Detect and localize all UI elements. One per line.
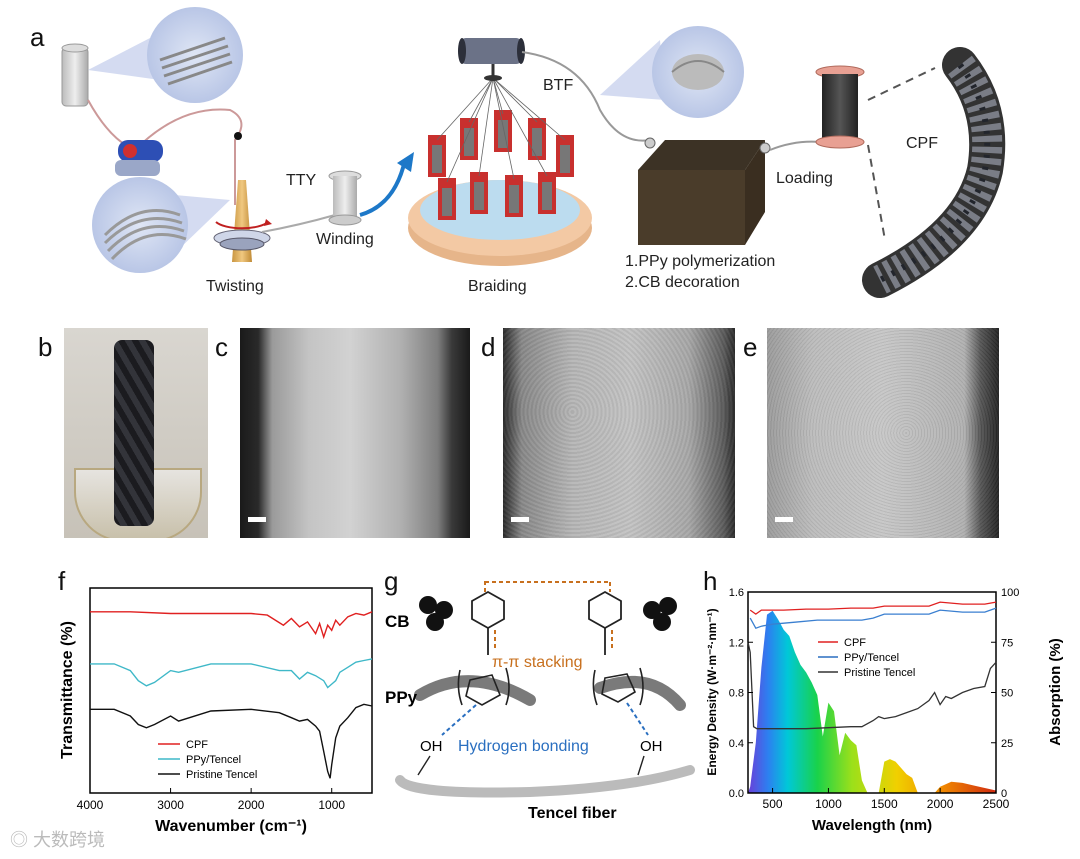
braiding-label: Braiding xyxy=(468,278,527,295)
twisted-yarn-bubble xyxy=(92,177,230,273)
cpf-photo xyxy=(64,328,208,538)
ppy-label: PPy xyxy=(385,688,418,707)
series-line-pristine-tencel xyxy=(90,703,373,779)
y2-tick-label: 50 xyxy=(1001,688,1013,700)
series-line-ppy-tencel xyxy=(90,658,373,689)
arrow-icon xyxy=(359,159,407,217)
step2-label: 2.CB decoration xyxy=(625,274,740,291)
y-tick-label: 0.8 xyxy=(729,688,744,700)
x-tick-label: 2500 xyxy=(983,797,1010,811)
absorption-chart: 500 1000 1500 2000 2500 0.0 0.4 0.8 1.2 1.6 0 25 50 7… xyxy=(705,587,1064,834)
series-line-pristine-tencel xyxy=(747,642,997,730)
loading-label: Loading xyxy=(776,170,833,187)
legend-label: Pristine Tencel xyxy=(844,667,915,679)
step1-label: 1.PPy polymerization xyxy=(625,253,776,270)
legend-label: CPF xyxy=(186,739,208,751)
x-tick-label: 3000 xyxy=(157,798,184,812)
panel-label-h: h xyxy=(703,566,718,596)
twisting-spindle-icon xyxy=(213,180,272,262)
panel-label-a: a xyxy=(30,22,45,52)
cpf-braid-illustration xyxy=(862,47,1006,298)
legend-label: CPF xyxy=(844,637,866,649)
scale-bar xyxy=(511,517,529,522)
y-tick-label: 0.0 xyxy=(729,788,744,800)
tty-label: TTY xyxy=(286,172,317,189)
x-axis-label: Wavelength (nm) xyxy=(812,817,932,834)
process-schematic xyxy=(61,7,1006,298)
y2-tick-label: 25 xyxy=(1001,738,1013,750)
x-tick-label: 4000 xyxy=(77,798,104,812)
series-line-ppy-tencel xyxy=(749,607,997,629)
pyrrole-ring-icon xyxy=(457,667,510,706)
y2-tick-label: 75 xyxy=(1001,637,1013,649)
scale-bar xyxy=(248,517,266,522)
scale-bar xyxy=(775,517,793,522)
bonding-diagram: π-π stacking PPy OH OH Hydrogen bonding … xyxy=(385,580,695,822)
roller-icon xyxy=(115,140,163,176)
panel-label-d: d xyxy=(481,332,496,362)
twisting-label: Twisting xyxy=(206,278,264,295)
y-axis-label: Energy Density (W·m⁻²·nm⁻¹) xyxy=(705,608,719,775)
series-line-cpf xyxy=(749,601,997,615)
stacking-label: π-π stacking xyxy=(492,654,583,671)
fiber-label: Tencel fiber xyxy=(528,805,617,822)
oh-label: OH xyxy=(420,738,443,755)
panel-label-f: f xyxy=(58,566,66,596)
panel-label-c: c xyxy=(215,332,228,362)
ppy-chain xyxy=(414,675,536,706)
sem-image-d xyxy=(503,328,735,538)
benzene-ring-icon xyxy=(471,590,505,655)
ftir-chart: 4000 3000 2000 1000 CPF PPy/Tencel Pristine… xyxy=(59,587,373,835)
y-tick-label: 1.6 xyxy=(729,587,744,599)
y2-tick-label: 100 xyxy=(1001,587,1019,599)
reaction-tank-icon xyxy=(638,137,771,245)
plot-frame xyxy=(89,587,373,794)
hbond-label: Hydrogen bonding xyxy=(458,738,589,755)
x-tick-label: 2000 xyxy=(927,797,954,811)
cb-particles-icon xyxy=(419,596,453,631)
panel-label-e: e xyxy=(743,332,758,362)
sem-image-e xyxy=(767,328,999,538)
y2-axis-label: Absorption (%) xyxy=(1047,638,1064,745)
panel-label-g: g xyxy=(384,566,399,596)
x-tick-label: 1000 xyxy=(815,797,842,811)
cb-label: CB xyxy=(385,612,410,631)
benzene-ring-icon xyxy=(588,590,622,655)
tencel-fiber xyxy=(395,765,695,798)
legend-label: PPy/Tencel xyxy=(186,754,241,766)
x-tick-label: 1500 xyxy=(871,797,898,811)
cb-particles-icon xyxy=(643,597,677,631)
btf-closeup-bubble xyxy=(600,26,744,118)
y-tick-label: 0.4 xyxy=(729,738,744,750)
watermark-logo-icon: ◎ xyxy=(10,830,28,850)
winding-spool-icon xyxy=(328,170,362,226)
y-tick-label: 1.2 xyxy=(729,637,744,649)
braiding-machine-icon xyxy=(408,77,592,266)
ppy-chain xyxy=(594,675,686,711)
series-line-cpf xyxy=(90,611,373,640)
yarn-spool-icon xyxy=(61,43,89,107)
x-tick-label: 1000 xyxy=(318,798,345,812)
winding-label: Winding xyxy=(316,231,374,248)
panel-label-b: b xyxy=(38,332,53,362)
oh-label: OH xyxy=(640,738,663,755)
braided-spool-icon xyxy=(458,38,525,81)
y-axis-label: Transmittance (%) xyxy=(59,621,76,759)
y2-tick-label: 0 xyxy=(1001,788,1007,800)
sem-image-c xyxy=(240,328,470,538)
cpf-spool-icon xyxy=(815,65,865,149)
legend: CPF PPy/Tencel Pristine Tencel xyxy=(818,637,915,679)
pyrrole-ring-icon xyxy=(592,667,644,706)
solar-spectrum-area xyxy=(748,610,996,793)
watermark: ◎ 大数跨境 xyxy=(10,830,106,850)
x-axis-label: Wavenumber (cm⁻¹) xyxy=(155,818,307,835)
legend-label: PPy/Tencel xyxy=(844,652,899,664)
legend: CPF PPy/Tencel Pristine Tencel xyxy=(158,739,257,781)
x-tick-label: 500 xyxy=(763,797,783,811)
cpf-label: CPF xyxy=(906,135,938,152)
btf-label: BTF xyxy=(543,77,574,94)
fiber-closeup-bubble xyxy=(88,7,243,103)
legend-label: Pristine Tencel xyxy=(186,769,257,781)
x-tick-label: 2000 xyxy=(238,798,265,812)
